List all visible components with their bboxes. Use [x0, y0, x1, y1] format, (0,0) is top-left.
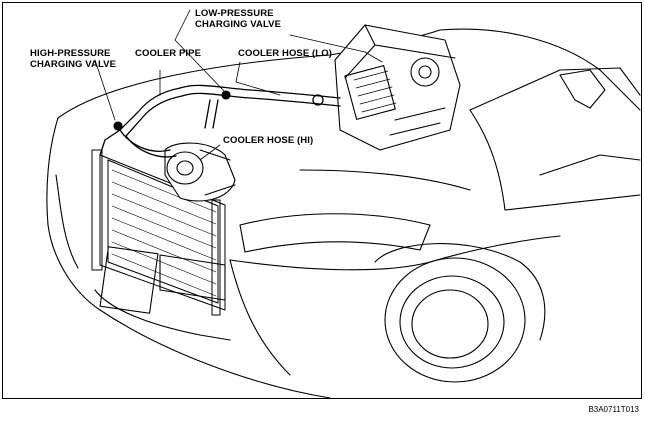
- car-body-outline: [46, 28, 641, 399]
- label-high-pressure-charging-valve: HIGH-PRESSURE CHARGING VALVE: [30, 48, 117, 70]
- cooler-pipe: [119, 87, 219, 137]
- label-cooler-hose-hi: COOLER HOSE (HI): [223, 135, 314, 146]
- low-pressure-valve: [221, 90, 231, 100]
- headlight: [239, 213, 431, 253]
- leader-lines: [94, 9, 383, 161]
- compressor: [164, 142, 236, 202]
- label-low-pressure-charging-valve: LOW-PRESSURE CHARGING VALVE: [195, 8, 282, 30]
- figure-code: B3A0711T013: [588, 405, 639, 414]
- label-cooler-pipe: COOLER PIPE: [135, 48, 202, 59]
- front-wheel: [374, 243, 546, 383]
- high-pressure-valve: [113, 121, 123, 131]
- diagram-frame: [2, 2, 642, 399]
- hvac-unit: [334, 24, 461, 151]
- label-cooler-hose-lo: COOLER HOSE (LO): [238, 48, 332, 59]
- cooler-hose-lo: [179, 84, 341, 107]
- cooler-hose-hi: [99, 129, 177, 158]
